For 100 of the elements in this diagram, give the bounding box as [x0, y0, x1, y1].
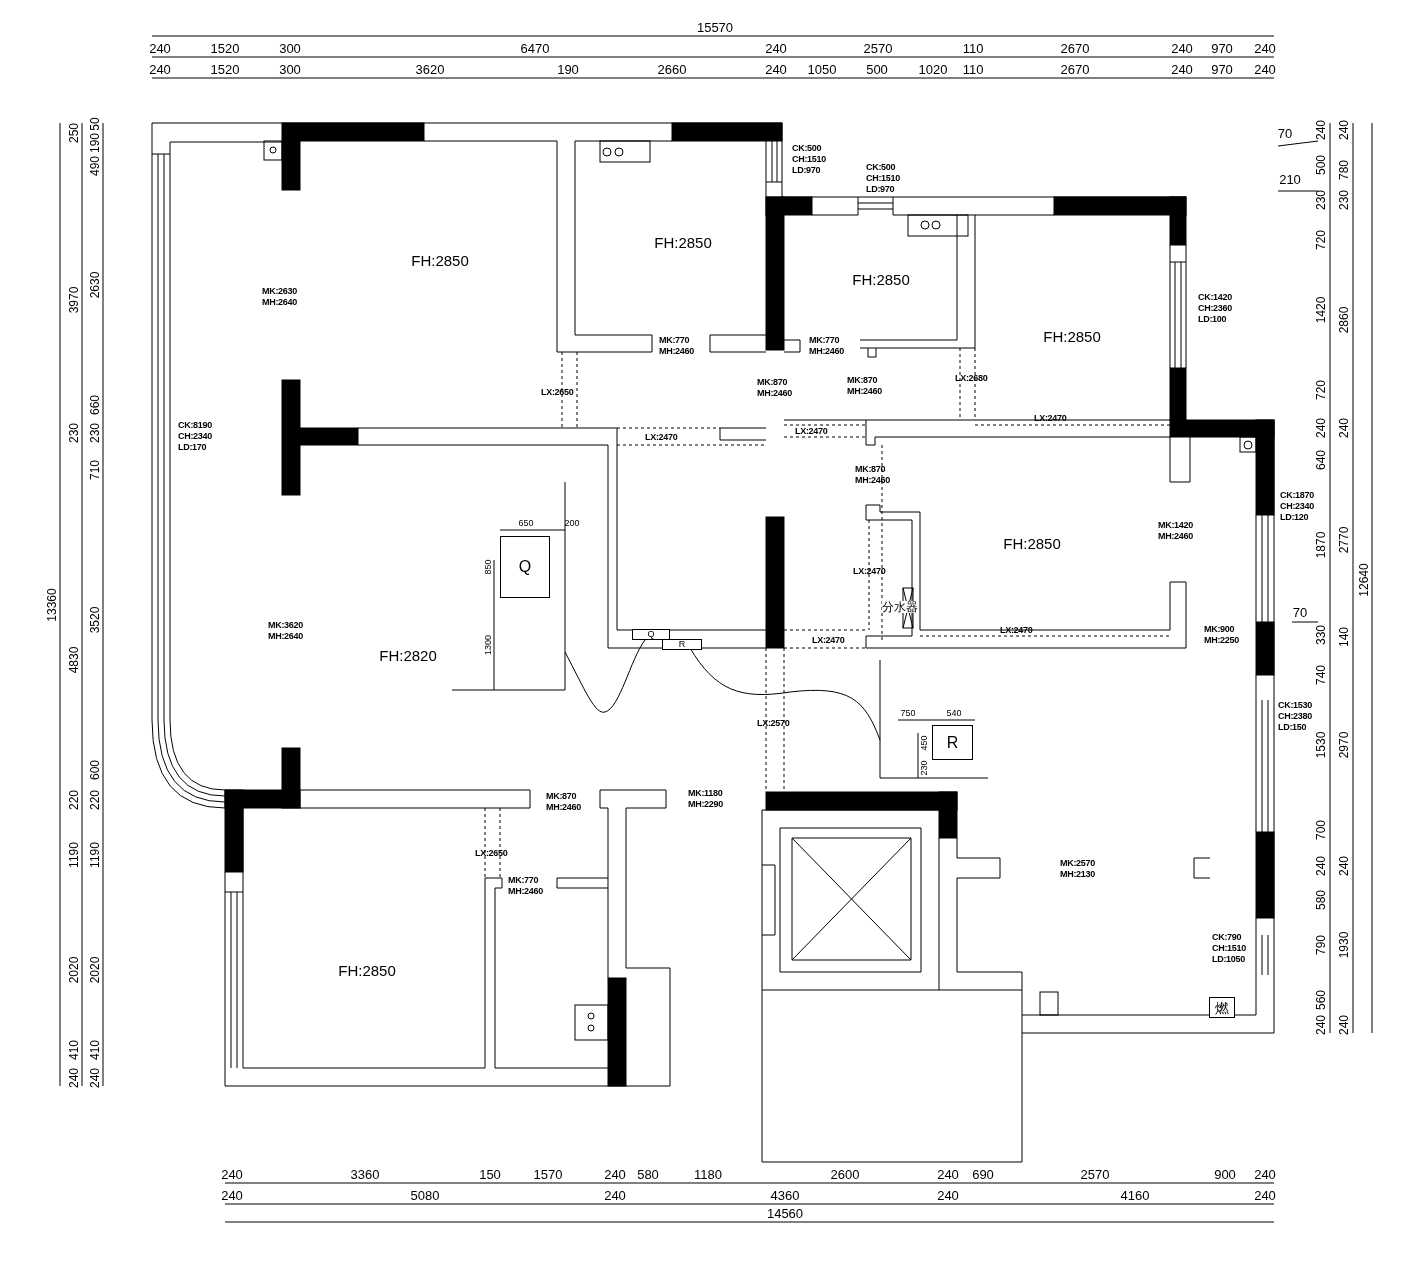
appliance-box: Q — [500, 536, 550, 598]
dimension-text: 2660 — [657, 63, 687, 76]
dimension-text: 240 — [765, 42, 787, 55]
annotation-text: MK:870 MH:2460 — [847, 375, 882, 397]
dimension-text: 240 — [221, 1168, 243, 1181]
dimension-text: 240 — [604, 1168, 626, 1181]
room-height-label: FH:2850 — [1003, 535, 1061, 551]
dimension-text: 500 — [866, 63, 888, 76]
annotation-text: MK:2630 MH:2640 — [262, 286, 297, 308]
dimension-text: 410 — [68, 1040, 80, 1060]
dimension-text: 240 — [604, 1189, 626, 1202]
dimension-text: 13360 — [46, 588, 58, 622]
annotation-text: MK:870 MH:2460 — [757, 377, 792, 399]
dimension-text: 3620 — [415, 63, 445, 76]
dimension-text: 2020 — [68, 956, 80, 984]
dimension-text: 240 — [1338, 418, 1350, 438]
annotation-text: MK:770 MH:2460 — [508, 875, 543, 897]
dimension-text: 240 — [221, 1189, 243, 1202]
room-height-label: FH:2820 — [379, 647, 437, 663]
dimension-text: 740 — [1315, 665, 1327, 685]
dimension-text: 6470 — [520, 42, 550, 55]
dimension-text: 240 — [1338, 856, 1350, 876]
annotation-text: CK:1420 CH:2360 LD:100 — [1198, 292, 1232, 325]
dimension-text: 3360 — [350, 1168, 380, 1181]
dimension-text: 2670 — [1060, 63, 1090, 76]
dimension-text: 490 — [89, 156, 101, 176]
annotation-text: MK:770 MH:2460 — [809, 335, 844, 357]
dimension-text: 230 — [1315, 190, 1327, 210]
dimension-text: 240 — [1315, 120, 1327, 140]
dimension-text: 660 — [89, 395, 101, 415]
annotation-text: CK:8190 CH:2340 LD:170 — [178, 420, 212, 453]
dimension-text: 900 — [1214, 1168, 1236, 1181]
symbol-label: 分水器 — [882, 601, 918, 613]
dimension-text: 2770 — [1338, 526, 1350, 554]
annotation-text: MK:870 MH:2460 — [546, 791, 581, 813]
dimension-text: 5080 — [410, 1189, 440, 1202]
dimension-text: 540 — [946, 709, 962, 718]
annotation-text: LX:2470 — [645, 432, 678, 443]
dimension-text: 110 — [962, 63, 984, 76]
room-height-label: FH:2850 — [654, 234, 712, 250]
dimension-text: 1530 — [1315, 731, 1327, 759]
dimension-text: 710 — [89, 460, 101, 480]
meter-box: 燃 — [1209, 997, 1235, 1018]
dimension-text: 2630 — [89, 271, 101, 299]
dimension-text: 410 — [89, 1040, 101, 1060]
dimension-text: 1870 — [1315, 531, 1327, 559]
annotation-text: CK:1870 CH:2340 LD:120 — [1280, 490, 1314, 523]
dimension-text: 250 — [68, 123, 80, 143]
dimension-text: 970 — [1211, 42, 1233, 55]
dimension-text: 300 — [279, 42, 301, 55]
dimension-text: 240 — [1315, 1015, 1327, 1035]
dimension-text: 690 — [972, 1168, 994, 1181]
dimension-text: 3970 — [68, 286, 80, 314]
room-height-label: FH:2850 — [338, 962, 396, 978]
dimension-text: 780 — [1338, 160, 1350, 180]
pipe-line — [564, 639, 646, 713]
annotation-text: CK:500 CH:1510 LD:970 — [792, 143, 826, 176]
dimension-text: 240 — [1315, 856, 1327, 876]
room-height-label: FH:2850 — [852, 271, 910, 287]
annotation-text: CK:790 CH:1510 LD:1050 — [1212, 932, 1246, 965]
dimension-text: 1180 — [694, 1168, 722, 1181]
dimension-text: 1190 — [68, 842, 80, 868]
dimension-text: 240 — [1254, 1168, 1276, 1181]
dimension-text: 580 — [637, 1168, 659, 1181]
annotation-text: MK:3620 MH:2640 — [268, 620, 303, 642]
dimension-text: 220 — [89, 790, 101, 810]
dimension-text: 70 — [1292, 606, 1308, 619]
dimension-text: 140 — [1338, 627, 1350, 647]
dimension-text: 240 — [149, 63, 171, 76]
dimension-text: 720 — [1315, 230, 1327, 250]
appliance-box: R — [932, 725, 973, 760]
annotation-text: LX:2680 — [955, 373, 988, 384]
dimension-text: 4360 — [770, 1189, 800, 1202]
dimension-text: 970 — [1211, 63, 1233, 76]
annotation-text: LX:2470 — [795, 426, 828, 437]
dimension-text: 210 — [1279, 173, 1301, 186]
dimension-text: 300 — [279, 63, 301, 76]
dimension-text: 240 — [1171, 42, 1193, 55]
dimension-text: 790 — [1315, 935, 1327, 955]
dimension-text: 230 — [68, 423, 80, 443]
dimension-text: 240 — [1338, 120, 1350, 140]
annotation-text: LX:2470 — [1000, 625, 1033, 636]
dimension-text: 1520 — [210, 63, 240, 76]
dimension-text: 720 — [1315, 380, 1327, 400]
dimension-text: 700 — [1315, 820, 1327, 840]
dimension-text: 230 — [919, 760, 929, 776]
dimension-text: 1930 — [1338, 931, 1350, 959]
dimension-text: 12640 — [1358, 563, 1370, 597]
dimension-text: 240 — [937, 1168, 959, 1181]
dimension-text: 560 — [1315, 990, 1327, 1010]
dimension-text: 3520 — [89, 606, 101, 634]
dimension-text: 240 — [68, 1068, 80, 1088]
dimension-text: 240 — [89, 1068, 101, 1088]
dimension-text: 240 — [765, 63, 787, 76]
room-height-label: FH:2850 — [1043, 328, 1101, 344]
dimension-text: 1190 — [89, 842, 101, 868]
dimension-text: 50 — [89, 117, 101, 131]
dimension-text: 1300 — [483, 635, 493, 655]
dimension-text: 650 — [518, 519, 534, 528]
dimension-text: 240 — [937, 1189, 959, 1202]
